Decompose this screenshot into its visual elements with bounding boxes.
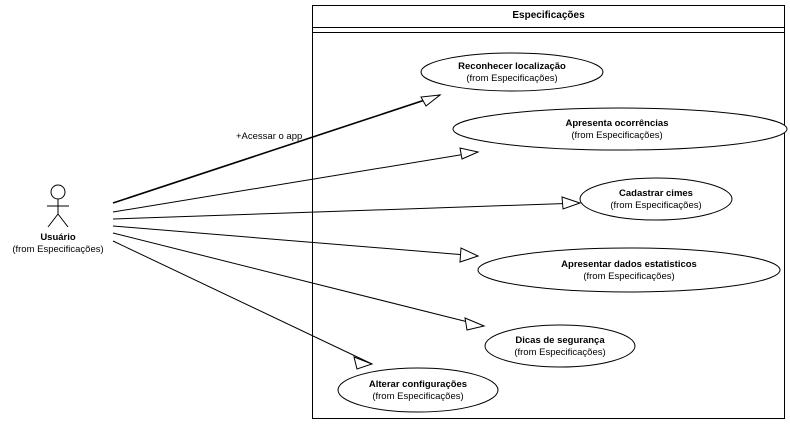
use-case-label-reconhecer: Reconhecer localização (from Especificaç…: [458, 61, 566, 85]
association-line-dicas[interactable]: [112, 232, 485, 327]
actor-figure: [47, 184, 69, 228]
use-case-from: (from Especificações): [466, 73, 558, 84]
use-case-label-cadastrar: Cadastrar cimes (from Especificações): [610, 188, 701, 212]
actor-head: [50, 184, 66, 200]
arrowhead-cadastrar: [561, 196, 582, 210]
association-line-configuracoes[interactable]: [112, 240, 373, 365]
use-case-apresentar-dados-estatisticos[interactable]: [477, 247, 781, 293]
use-case-apresenta-ocorrencias[interactable]: [452, 107, 788, 151]
use-case-name: Apresenta ocorrências: [565, 118, 669, 129]
boundary-separator: [313, 32, 784, 33]
actor-from: (from Especificações): [12, 244, 104, 255]
association-line-reconhecer[interactable]: [112, 94, 441, 204]
boundary-title: Especificações: [313, 6, 784, 28]
use-case-name: Apresentar dados estatisticos: [561, 259, 697, 270]
use-case-label-ocorrencias: Apresenta ocorrências (from Especificaçõ…: [566, 118, 669, 142]
actor-right-leg: [57, 213, 69, 228]
use-case-reconhecer-localizacao[interactable]: [420, 52, 604, 92]
use-case-from: (from Especificações): [372, 391, 464, 402]
use-case-dicas-de-seguranca[interactable]: [484, 324, 636, 368]
use-case-name: Alterar configurações: [368, 379, 468, 390]
arrowhead-dicas: [464, 317, 486, 331]
use-case-alterar-configuracoes[interactable]: [337, 367, 499, 413]
arrowhead-ocorrencias: [459, 147, 480, 160]
use-case-label-dicas: Dicas de segurança (from Especificações): [514, 335, 605, 359]
use-case-name: Cadastrar cimes: [619, 188, 693, 199]
arrowhead-reconhecer: [420, 94, 442, 107]
use-case-name: Dicas de segurança: [515, 335, 605, 346]
association-line-ocorrencias[interactable]: [112, 151, 479, 213]
use-case-label-estatisticos: Apresentar dados estatisticos (from Espe…: [561, 259, 697, 283]
actor-left-leg: [47, 213, 59, 228]
use-case-from: (from Especificações): [571, 130, 663, 141]
actor-label: Usuário (from Especificações): [12, 232, 103, 256]
use-case-cadastrar-cimes[interactable]: [579, 177, 733, 221]
arrowhead-configuracoes: [353, 356, 374, 370]
use-case-from: (from Especificações): [514, 347, 606, 358]
association-line-estatisticos[interactable]: [112, 225, 479, 257]
actor-name: Usuário: [40, 232, 76, 243]
association-label: +Acessar o app: [236, 131, 303, 142]
use-case-label-configuracoes: Alterar configurações (from Especificaçõ…: [369, 379, 467, 403]
arrowhead-estatisticos: [459, 247, 480, 263]
use-case-from: (from Especificações): [610, 200, 702, 211]
use-case-from: (from Especificações): [583, 271, 675, 282]
association-line-cadastrar[interactable]: [112, 202, 581, 220]
use-case-name: Reconhecer localização: [458, 61, 566, 72]
